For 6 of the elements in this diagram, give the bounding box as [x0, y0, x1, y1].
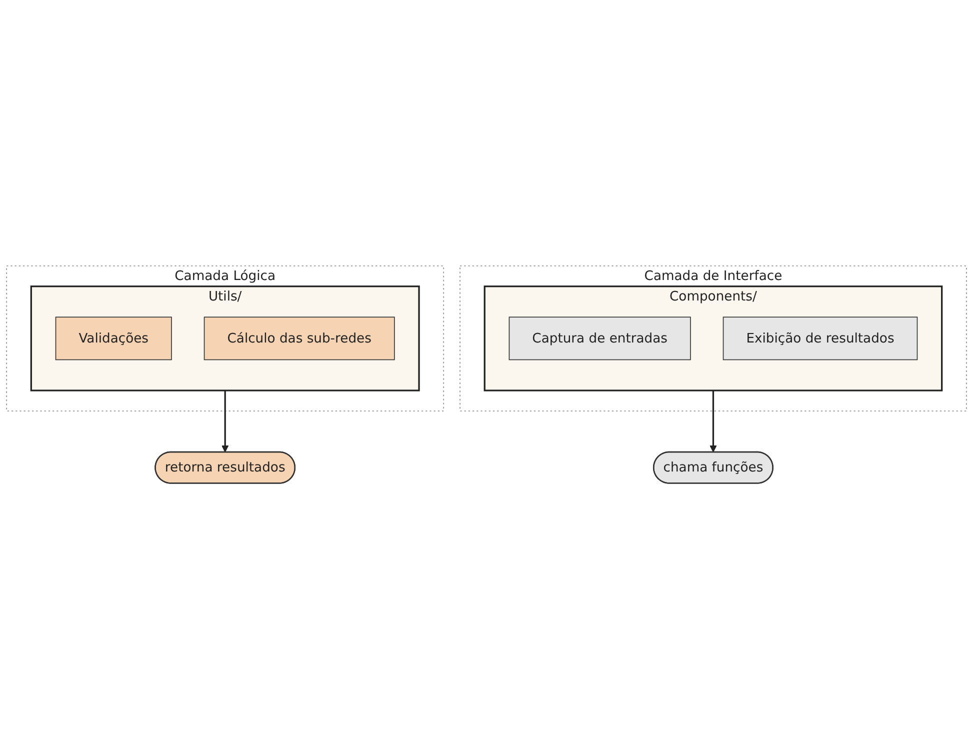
node-box: Exibição de resultados	[722, 316, 918, 360]
node-box: Captura de entradas	[508, 316, 691, 360]
node-box: Validações	[55, 316, 172, 360]
node-box: Cálculo das sub-redes	[204, 316, 395, 360]
arrow	[710, 390, 717, 452]
arrow	[221, 390, 229, 452]
